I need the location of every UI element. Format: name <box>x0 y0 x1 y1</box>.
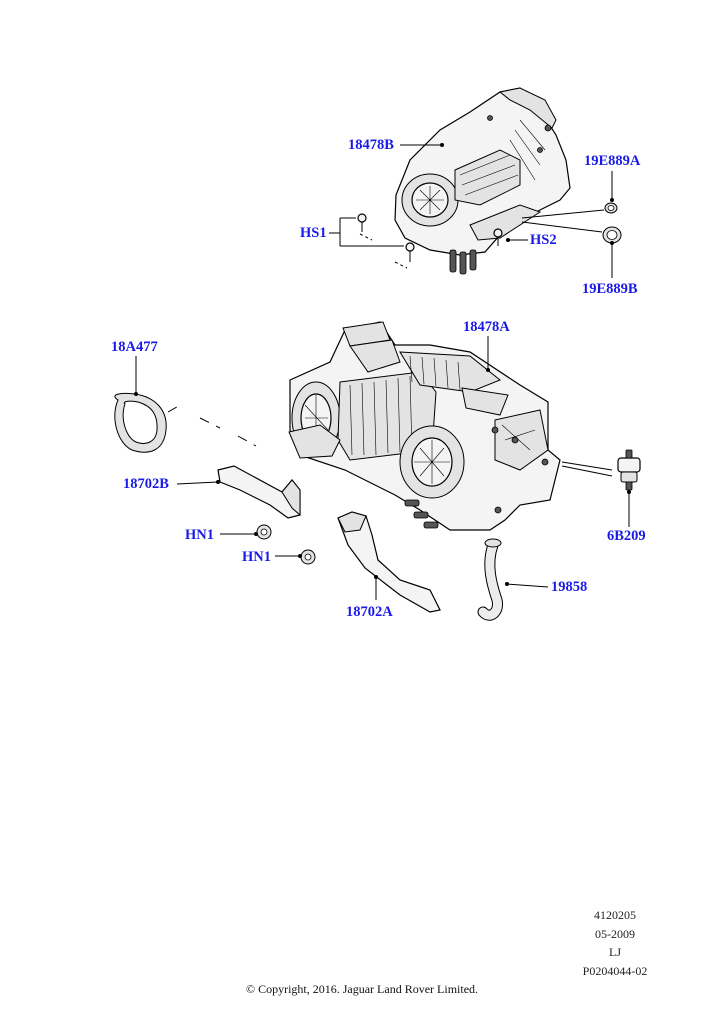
callout-18478a: 18478A <box>463 319 510 335</box>
seal-ring-18a477 <box>114 392 257 453</box>
callout-18478b: 18478B <box>348 137 394 153</box>
mount-6b209 <box>617 449 641 491</box>
callout-18a477: 18A477 <box>111 339 158 355</box>
drawing-reference: P0204044-02 <box>582 964 648 978</box>
duct-18702b <box>217 465 301 519</box>
callout-18702b: 18702B <box>123 476 169 492</box>
callout-19e889a: 19E889A <box>584 153 641 169</box>
main-heater-assembly-18478a <box>288 321 561 531</box>
upper-heater-assembly-18478b <box>394 87 571 275</box>
callout-6b209: 6B209 <box>607 528 646 544</box>
callout-hn1-upper: HN1 <box>185 527 214 543</box>
drawing-code: 4120205 <box>594 908 636 922</box>
duct-18702a <box>337 511 441 613</box>
callout-hs2: HS2 <box>530 232 557 248</box>
copyright-notice: © Copyright, 2016. Jaguar Land Rover Lim… <box>245 982 479 996</box>
hs2-screw <box>493 228 503 246</box>
upper-leader-lines <box>329 143 614 278</box>
main-leader-lines <box>134 336 631 600</box>
hose-19858 <box>477 538 504 621</box>
callout-19858: 19858 <box>551 579 588 595</box>
hs1-screws <box>357 213 415 269</box>
seal-19e889b <box>602 226 622 244</box>
callout-19e889b: 19E889B <box>582 281 638 297</box>
hn1-nut-upper <box>256 524 272 540</box>
drawing-author: LJ <box>609 945 621 959</box>
seal-19e889a <box>604 202 618 214</box>
callout-18702a: 18702A <box>346 604 393 620</box>
drawing-date: 05-2009 <box>595 927 635 941</box>
callout-hs1: HS1 <box>300 225 327 241</box>
hn1-nut-lower <box>300 549 316 565</box>
callout-hn1-lower: HN1 <box>242 549 271 565</box>
